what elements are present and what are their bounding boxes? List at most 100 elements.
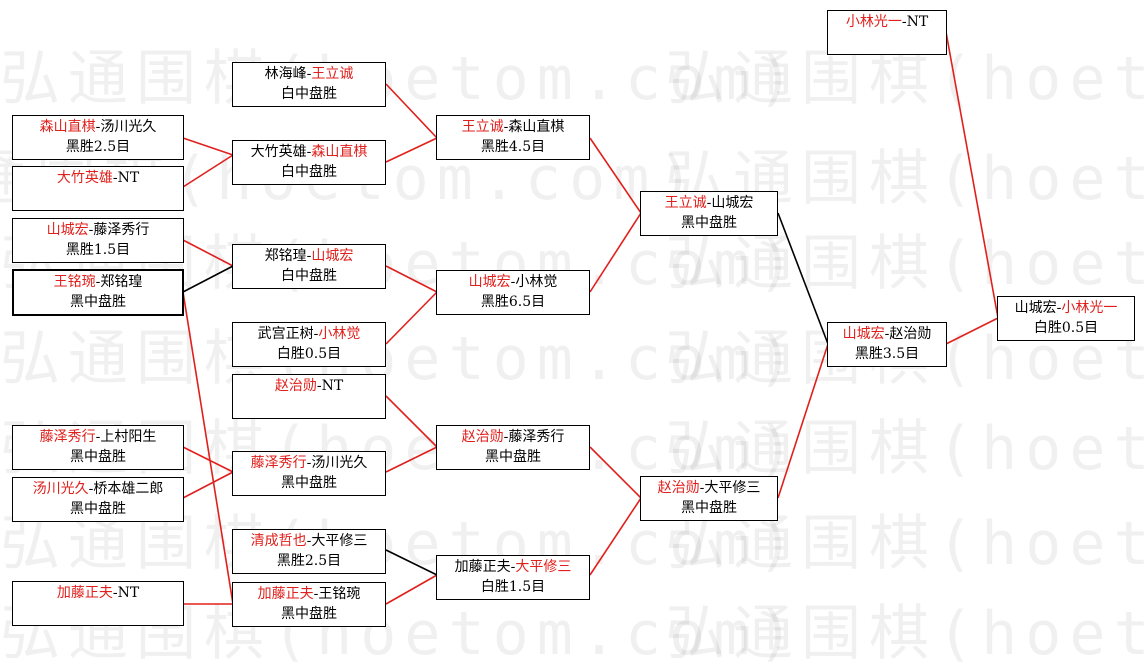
- connector-line: [385, 446, 438, 473]
- player-name: 森山直棋: [39, 119, 96, 135]
- player-name: 赵治勋: [274, 378, 317, 394]
- separator: -: [306, 144, 312, 160]
- connector-line: [589, 446, 642, 499]
- separator: -: [95, 119, 101, 135]
- player-name: NT: [321, 378, 344, 394]
- player-name: 森山直棋: [508, 119, 565, 135]
- connector-line: [945, 31, 999, 319]
- connector-line: [385, 549, 438, 576]
- separator: -: [503, 119, 509, 135]
- connector-line: [385, 137, 438, 163]
- match-result: 白中盘胜: [281, 86, 337, 102]
- player-name: 山城宏: [842, 326, 885, 342]
- player-name: 加藤正夫: [257, 586, 314, 602]
- connector-line: [182, 291, 234, 605]
- match-box: 赵治勋-藤泽秀行 黑中盘胜: [436, 425, 590, 470]
- connector-line: [589, 137, 642, 214]
- match-result: 黑中盘胜: [485, 449, 541, 465]
- separator: -: [706, 195, 712, 211]
- player-name: 汤川光久: [32, 481, 89, 497]
- player-name: 桥本雄二郎: [93, 481, 164, 497]
- match-box: 王铭琬-郑铭瑝 黑中盘胜: [12, 269, 184, 316]
- bracket-lines: [182, 31, 999, 605]
- separator: -: [503, 429, 509, 445]
- player-name: 林海峰: [264, 66, 307, 82]
- match-box: 森山直棋-汤川光久 黑胜2.5目: [12, 115, 184, 160]
- match-result: 黑中盘胜: [281, 475, 337, 491]
- player-name: NT: [117, 585, 140, 601]
- separator: -: [306, 66, 312, 82]
- match-box: 武宫正树-小林觉 白胜0.5目: [232, 322, 386, 367]
- connector-line: [589, 497, 642, 576]
- player-name: 清成哲也: [250, 533, 307, 549]
- match-result: 黑中盘胜: [281, 606, 337, 622]
- player-name: 藤泽秀行: [39, 429, 96, 445]
- connector-line: [182, 239, 234, 267]
- separator: -: [88, 222, 94, 238]
- player-name: 藤泽秀行: [508, 429, 565, 445]
- match-box: 汤川光久-桥本雄二郎 黑中盘胜: [12, 477, 184, 522]
- connector-line: [385, 395, 438, 448]
- connector-line: [385, 574, 438, 605]
- player-name: 王铭琬: [53, 274, 96, 290]
- match-box: 加藤正夫-王铭琬 黑中盘胜: [232, 582, 386, 627]
- connector-line: [385, 291, 438, 345]
- player-name: 大竹英雄: [250, 144, 307, 160]
- match-box: 加藤正夫-大平修三 白胜1.5目: [436, 555, 590, 600]
- player-name: 小林觉: [318, 326, 361, 342]
- player-name: 汤川光久: [100, 119, 157, 135]
- connector-line: [182, 471, 234, 499]
- separator: -: [95, 429, 101, 445]
- player-name: 武宫正树: [257, 326, 314, 342]
- player-name: 赵治勋: [657, 480, 700, 496]
- match-box: 山城宏-小林觉 黑胜6.5目: [436, 270, 590, 315]
- player-name: 山城宏: [1014, 300, 1057, 316]
- match-box: 赵治勋-大平修三 黑中盘胜: [640, 476, 778, 521]
- separator: -: [699, 480, 705, 496]
- separator: -: [306, 533, 312, 549]
- separator: -: [316, 378, 322, 394]
- player-name: 加藤正夫: [56, 585, 113, 601]
- match-box: 林海峰-王立诚 白中盘胜: [232, 62, 386, 107]
- player-name: 赵治勋: [889, 326, 932, 342]
- connector-line: [589, 212, 642, 293]
- separator: -: [306, 455, 312, 471]
- connector-line: [385, 83, 438, 139]
- player-name: 大平修三: [704, 480, 761, 496]
- separator: -: [510, 559, 516, 575]
- player-name: 山城宏: [711, 195, 754, 211]
- match-result: 黑中盘胜: [70, 501, 126, 517]
- match-box: 王立诚-山城宏 黑中盘胜: [640, 191, 778, 236]
- match-result: 黑中盘胜: [70, 294, 126, 310]
- player-name: 大竹英雄: [56, 170, 113, 186]
- match-box: 王立诚-森山直棋 黑胜4.5目: [436, 115, 590, 160]
- match-box: 藤泽秀行-汤川光久 黑中盘胜: [232, 451, 386, 496]
- separator: -: [112, 585, 118, 601]
- match-result: 黑胜1.5目: [65, 242, 131, 258]
- separator: -: [313, 326, 319, 342]
- match-result: 黑中盘胜: [681, 500, 737, 516]
- match-result: 白中盘胜: [281, 268, 337, 284]
- match-result: 白胜0.5目: [276, 346, 342, 362]
- match-box: 清成哲也-大平修三 黑胜2.5目: [232, 529, 386, 574]
- match-result: 黑胜2.5目: [65, 139, 131, 155]
- player-name: 王立诚: [461, 119, 504, 135]
- separator: -: [313, 586, 319, 602]
- connector-line: [182, 265, 234, 293]
- match-result: 白胜0.5目: [1033, 320, 1099, 336]
- connector-line: [182, 137, 234, 156]
- connector-line: [777, 343, 829, 499]
- match-box: 山城宏-小林光一 白胜0.5目: [997, 296, 1135, 341]
- player-name: 小林光一: [845, 14, 902, 30]
- separator: -: [88, 481, 94, 497]
- match-box: 郑铭瑝-山城宏 白中盘胜: [232, 244, 386, 289]
- match-result: 黑中盘胜: [70, 449, 126, 465]
- player-name: 加藤正夫: [454, 559, 511, 575]
- match-result: 黑胜3.5目: [854, 346, 920, 362]
- match-box: 小林光一-NT: [827, 10, 947, 55]
- connector-line: [182, 446, 234, 473]
- match-box: 加藤正夫-NT: [12, 581, 184, 626]
- separator: -: [95, 274, 101, 290]
- match-result: 白中盘胜: [281, 164, 337, 180]
- separator: -: [510, 274, 516, 290]
